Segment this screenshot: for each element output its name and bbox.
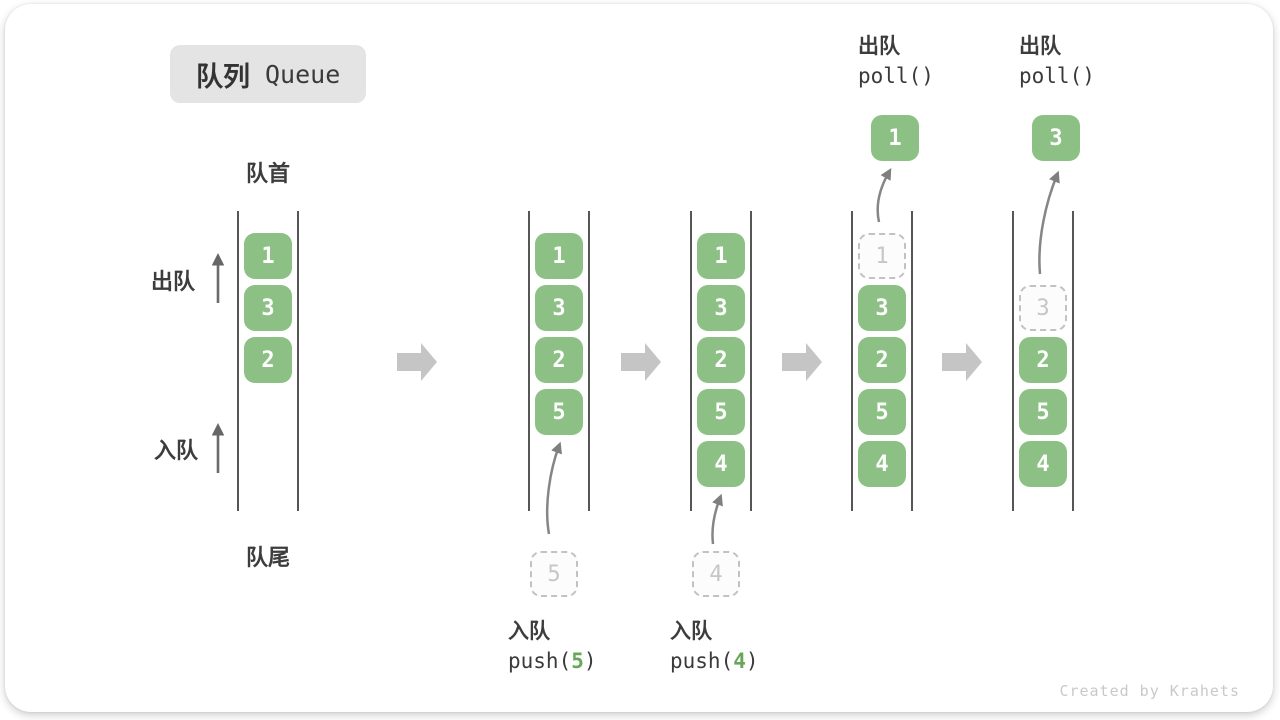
watermark: Created by Krahets xyxy=(1059,682,1240,700)
queue-cell-filled: 5 xyxy=(1019,389,1067,435)
queue-cell-filled: 5 xyxy=(858,389,906,435)
op-code-line: poll() xyxy=(858,64,934,88)
result-cell: 3 xyxy=(1032,115,1080,161)
op-code-part: ) xyxy=(745,649,759,673)
op-code-arg: 4 xyxy=(733,649,746,673)
queue-cell-filled: 4 xyxy=(697,441,745,487)
queue-cell-filled: 2 xyxy=(858,337,906,383)
queue-wall-left xyxy=(690,211,692,511)
queue-cell-filled: 3 xyxy=(697,285,745,331)
title-zh: 队列 xyxy=(196,61,250,92)
op-label-zh: 出队 xyxy=(1019,35,1061,58)
queue-cell-dashed: 1 xyxy=(858,233,906,279)
queue-cell-filled: 1 xyxy=(244,233,292,279)
op-code-part: push( xyxy=(670,649,734,673)
queue-cell-filled: 3 xyxy=(244,285,292,331)
enqueue-arrow-state2-icon xyxy=(546,441,562,535)
op-code-part: push( xyxy=(508,649,572,673)
queue-wall-right xyxy=(911,211,913,511)
op-label-zh: 入队 xyxy=(508,620,550,643)
staging-cell: 4 xyxy=(692,551,740,597)
op-label-zh: 入队 xyxy=(670,620,712,643)
enqueue-arrow-state3-icon xyxy=(711,493,723,545)
queue-wall-left xyxy=(528,211,530,511)
label-queue-front: 队首 xyxy=(245,161,290,186)
queue-wall-right xyxy=(297,211,299,511)
op-code-line: poll() xyxy=(1019,64,1095,88)
staging-cell: 5 xyxy=(530,551,578,597)
flow-arrow-2-icon xyxy=(621,343,661,381)
queue-cell-filled: 1 xyxy=(535,233,583,279)
queue-cell-filled: 5 xyxy=(697,389,745,435)
title-en: Queue xyxy=(265,59,341,89)
queue-cell-filled: 5 xyxy=(535,389,583,435)
result-cell: 1 xyxy=(871,115,919,161)
label-enqueue: 入队 xyxy=(154,438,199,463)
queue-cell-filled: 2 xyxy=(244,337,292,383)
queue-cell-filled: 1 xyxy=(697,233,745,279)
queue-cell-filled: 3 xyxy=(535,285,583,331)
flow-arrow-4-icon xyxy=(942,343,982,381)
queue-cell-filled: 4 xyxy=(858,441,906,487)
title-badge: 队列 Queue xyxy=(170,45,367,103)
queue-cell-filled: 3 xyxy=(858,285,906,331)
op-code-part: ) xyxy=(583,649,597,673)
queue-wall-right xyxy=(750,211,752,511)
dequeue-arrow-state4-icon xyxy=(876,168,892,223)
op-code-line: push(4) xyxy=(670,649,759,673)
queue-cell-filled: 2 xyxy=(1019,337,1067,383)
op-label-zh: 出队 xyxy=(858,35,900,58)
queue-wall-left xyxy=(851,211,853,511)
queue-wall-left xyxy=(1012,211,1014,511)
queue-wall-left xyxy=(237,211,239,511)
flow-arrow-1-icon xyxy=(397,343,437,381)
flow-arrow-3-icon xyxy=(782,343,822,381)
op-code-arg: 5 xyxy=(571,649,584,673)
queue-wall-right xyxy=(588,211,590,511)
queue-cell-filled: 4 xyxy=(1019,441,1067,487)
queue-wall-right xyxy=(1072,211,1074,511)
op-code-line: push(5) xyxy=(508,649,597,673)
queue-cell-filled: 2 xyxy=(697,337,745,383)
queue-cell-filled: 2 xyxy=(535,337,583,383)
dequeue-arrow-state5-icon xyxy=(1038,170,1060,275)
label-dequeue: 出队 xyxy=(151,269,196,294)
label-queue-rear: 队尾 xyxy=(245,545,290,570)
queue-cell-dashed: 3 xyxy=(1019,285,1067,331)
